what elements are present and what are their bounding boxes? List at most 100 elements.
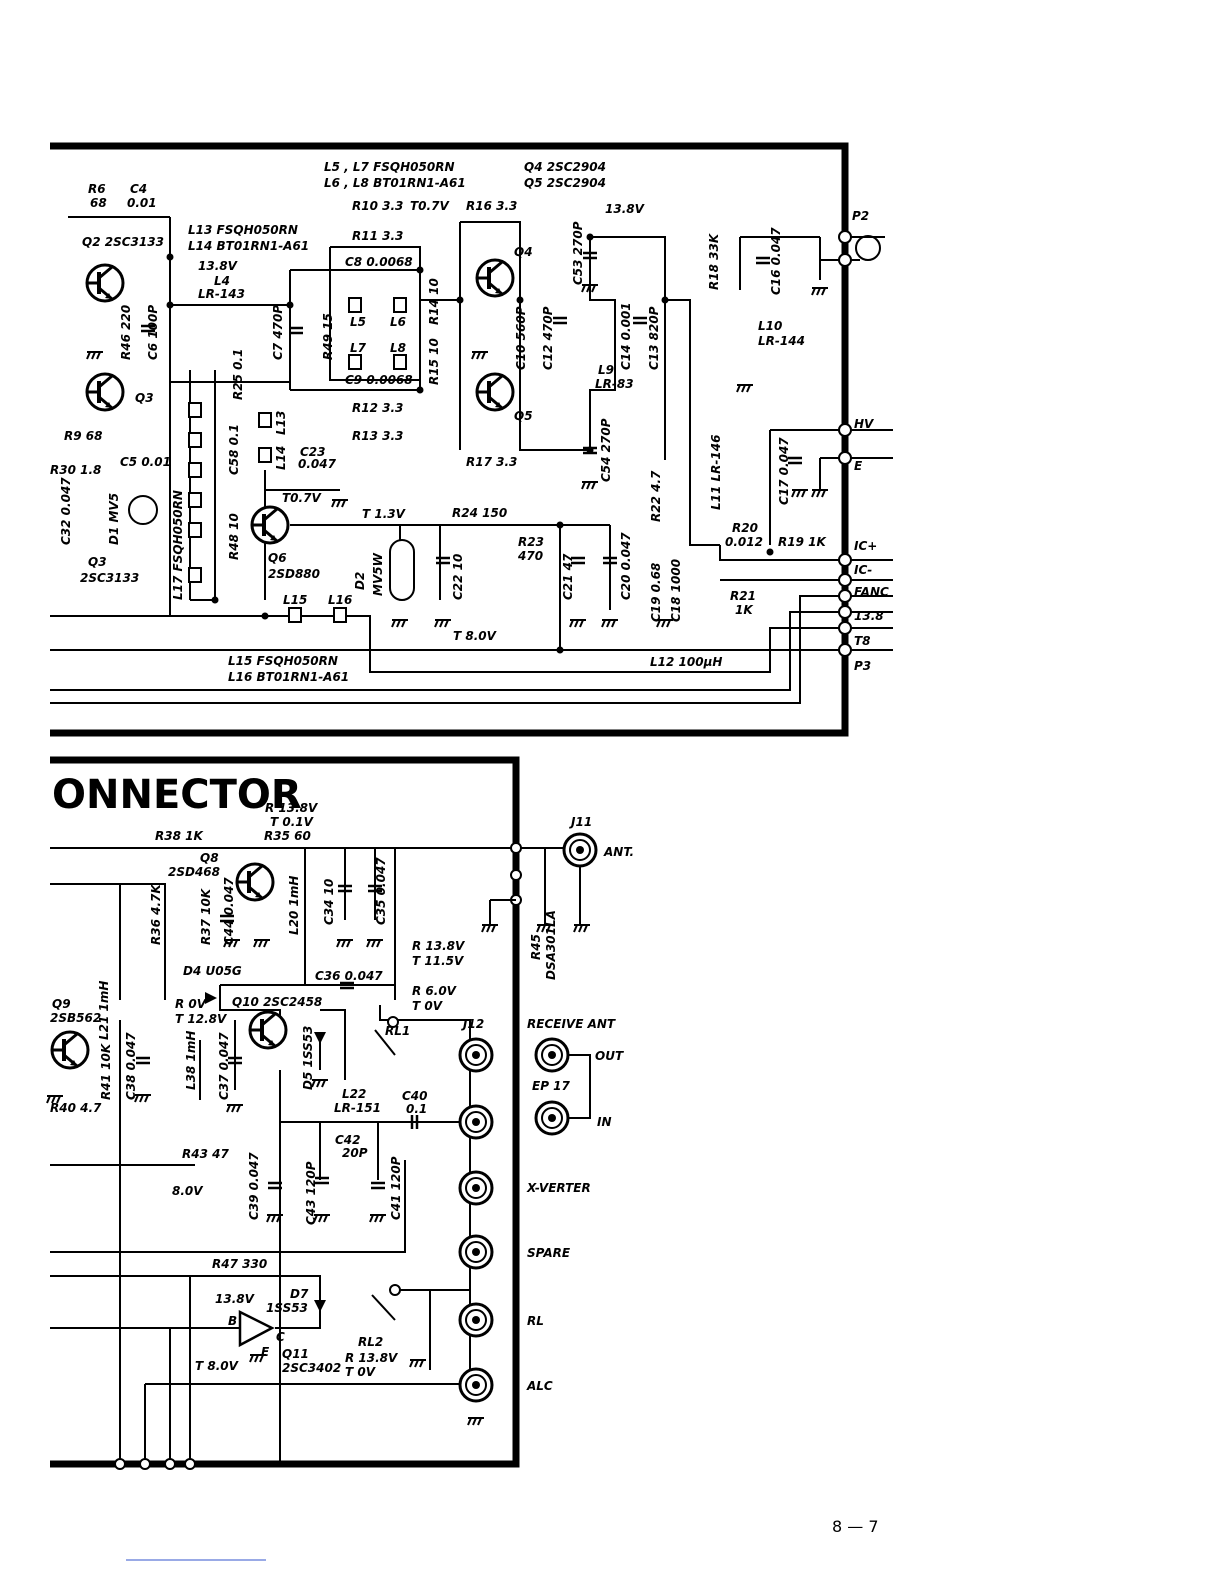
voltage-label: T0.7V: [410, 199, 450, 213]
part-label: R49 15: [321, 313, 335, 360]
part-label: L6: [390, 315, 406, 329]
part-label: L16: [328, 593, 352, 607]
part-label: R12 3.3: [352, 401, 403, 415]
part-label: L22: [342, 1087, 366, 1101]
part-label: C12 470P: [541, 306, 555, 370]
part-label: R23: [518, 535, 544, 549]
part-label: C35 0.047: [374, 857, 388, 925]
part-label: L38 1mH: [184, 1031, 198, 1090]
part-label: 1K: [735, 603, 754, 617]
part-label: 0.1: [406, 1102, 427, 1116]
jack-symbol: [458, 1104, 494, 1140]
part-label: Q3: [135, 391, 154, 405]
part-label: Q11: [282, 1347, 309, 1361]
voltage-label: 8.0V: [172, 1184, 204, 1198]
connector-label: RL: [527, 1314, 544, 1328]
part-label: 0.01: [127, 196, 157, 210]
part-label: RL2: [358, 1335, 383, 1349]
terminal-label: HV: [854, 417, 875, 431]
connector-label: J11: [569, 815, 592, 829]
part-label: R40 4.7: [50, 1101, 102, 1115]
part-label: R17 3.3: [466, 455, 517, 469]
part-label: R41 10K: [99, 1042, 113, 1100]
note-l16: L16 BT01RN1-A61: [228, 670, 349, 684]
voltage-label: R 13.8V: [412, 939, 466, 953]
part-label: R35 60: [264, 829, 311, 843]
part-label: R24 150: [452, 506, 507, 520]
part-label: R15 10: [427, 338, 441, 385]
part-label: Q4: [514, 245, 533, 259]
part-label: 470: [517, 549, 543, 563]
part-label: R48 10: [227, 513, 241, 560]
diode-d2-symbol: [389, 539, 415, 601]
part-label: LR-151: [334, 1101, 381, 1115]
note-l5-l7: L5 , L7 FSQH050RN: [324, 160, 455, 174]
part-label: 0.012: [725, 535, 763, 549]
part-label: C4: [130, 182, 147, 196]
jack-receive-out-symbol: [534, 1037, 570, 1073]
transistor-q11-symbol: [238, 1309, 275, 1348]
part-label: R18 33K: [707, 232, 721, 290]
part-label: R47 330: [212, 1257, 267, 1271]
connector-label: IN: [597, 1115, 612, 1129]
voltage-label: T 12.8V: [175, 1012, 228, 1026]
terminal-label: P3: [854, 659, 871, 673]
jack-receive-in-symbol: [534, 1100, 570, 1136]
part-label: Q3: [88, 555, 107, 569]
jack-symbol: [458, 1037, 494, 1073]
part-label: R20: [732, 521, 758, 535]
part-label: R30 1.8: [50, 463, 101, 477]
note-l15: L15 FSQH050RN: [228, 654, 338, 668]
voltage-label: T 8.0V: [195, 1359, 240, 1373]
part-label: C8 0.0068: [345, 255, 413, 269]
jack-symbol: [458, 1302, 494, 1338]
part-label: C42: [335, 1133, 361, 1147]
voltage-label: T 0V: [345, 1365, 377, 1379]
part-label: L8: [390, 341, 406, 355]
part-label: C40: [402, 1089, 428, 1103]
part-label: 1SS53: [266, 1301, 308, 1315]
part-label: 2SC3402: [282, 1361, 341, 1375]
diode-d7-symbol: [314, 1300, 326, 1312]
part-label: L9: [598, 363, 614, 377]
part-label: LR-143: [198, 287, 245, 301]
jack-j11-symbol: [562, 832, 598, 868]
jack-symbol: [458, 1367, 494, 1403]
connector-title: ONNECTOR: [52, 772, 302, 818]
page-number: 8 — 7: [832, 1517, 879, 1536]
part-label: 2SB562: [50, 1011, 101, 1025]
part-label: L10: [758, 319, 782, 333]
part-label: 0.047: [298, 457, 337, 471]
part-label: C58 0.1: [227, 424, 241, 475]
part-label: L15: [283, 593, 307, 607]
note-l14: L14 BT01RN1-A61: [188, 239, 309, 253]
voltage-label: R 6.0V: [412, 984, 458, 998]
part-label: C38 0.047: [124, 1032, 138, 1100]
part-label: C44 0.047: [222, 877, 236, 945]
voltage-label: T0.7V: [282, 491, 322, 505]
part-label: C14 0.001: [619, 302, 633, 370]
part-label: C16 0.047: [769, 227, 783, 295]
part-label: Q2 2SC3133: [82, 235, 164, 249]
part-label: R22 4.7: [649, 470, 663, 522]
part-label: DSA301LA: [544, 910, 558, 980]
voltage-label: R 13.8V: [265, 801, 319, 815]
terminal-label: T8: [854, 634, 871, 648]
part-label: L14: [274, 446, 288, 470]
part-label: R14 10: [427, 278, 441, 325]
part-label: C10 560P: [514, 306, 528, 370]
part-label: R16 3.3: [466, 199, 517, 213]
junction-dots: [166, 233, 774, 654]
relay-rl1-contact: [387, 1016, 399, 1028]
part-label: Q5: [514, 409, 533, 423]
voltage-label: T 0.1V: [270, 815, 315, 829]
part-label: R43 47: [182, 1147, 229, 1161]
part-label: C32 0.047: [59, 477, 73, 545]
part-label: R36 4.7K: [149, 883, 163, 945]
part-label: D1 MV5: [107, 493, 121, 545]
part-label: R21: [730, 589, 756, 603]
part-label: C17 0.047: [777, 437, 791, 505]
part-label: Q9: [52, 997, 71, 1011]
part-label: MV5W: [371, 552, 385, 596]
part-label: C7 470P: [271, 305, 285, 360]
